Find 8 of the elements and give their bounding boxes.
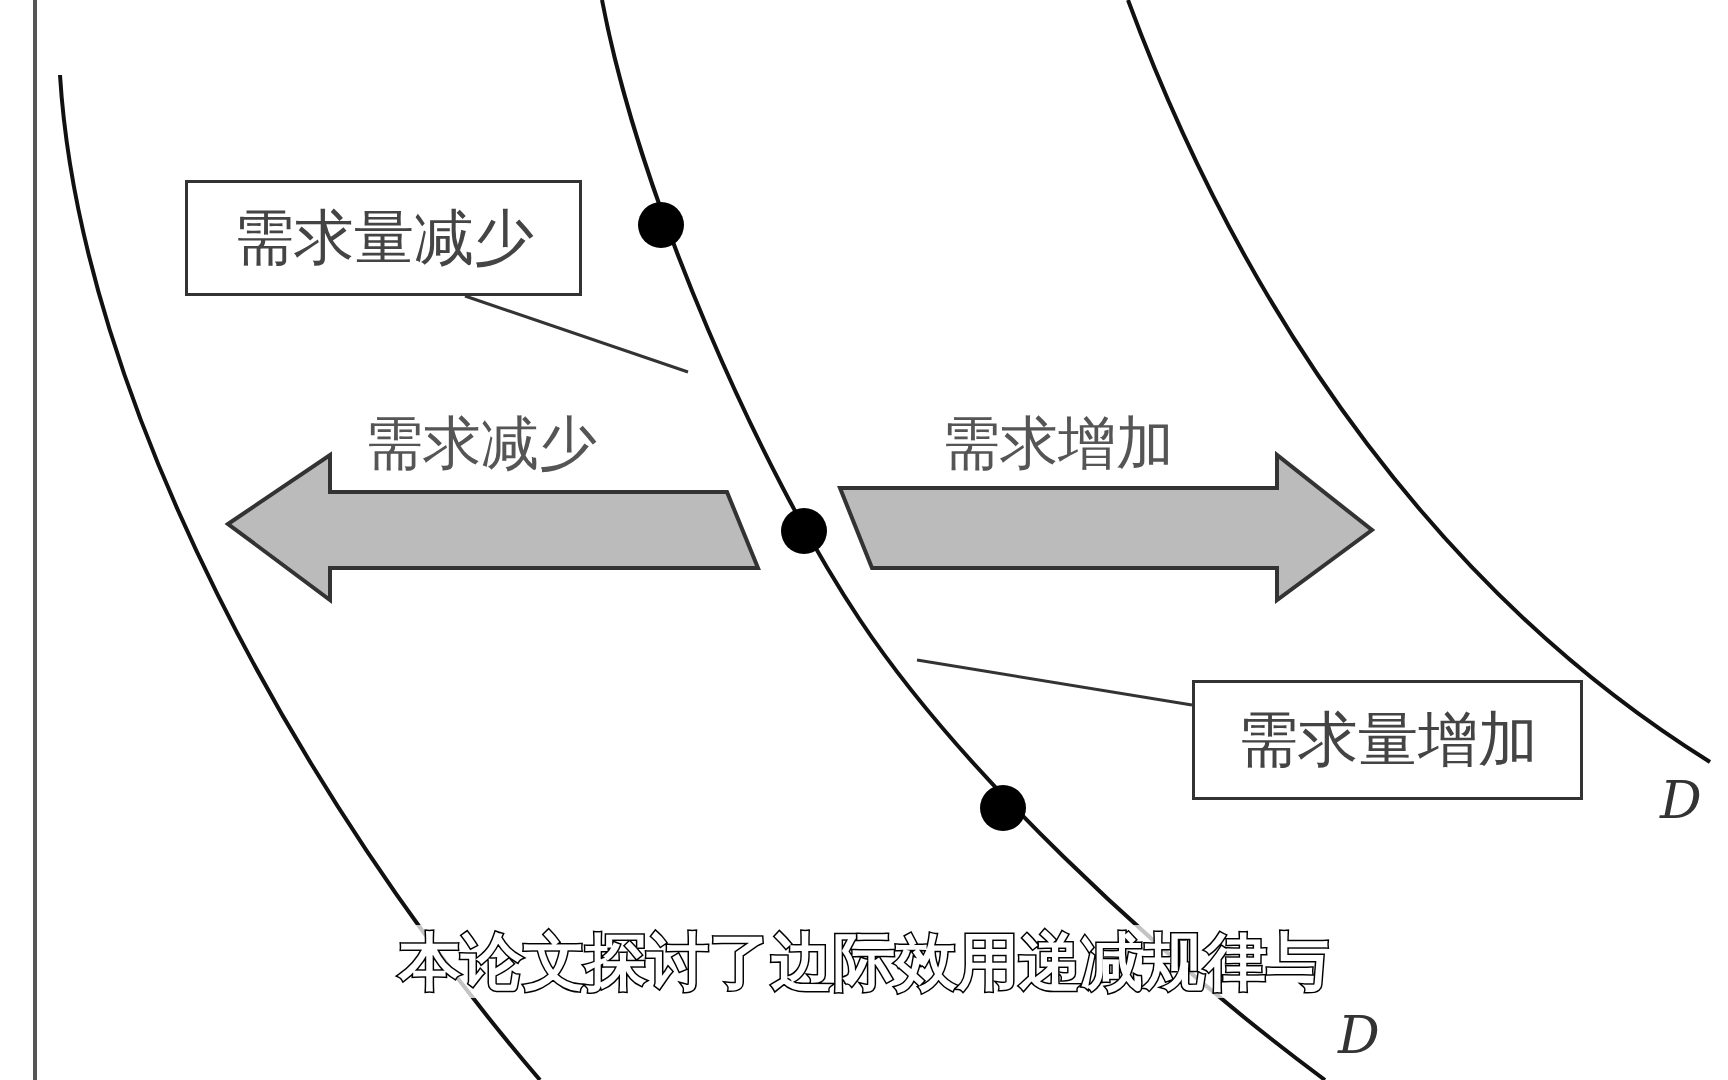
- arrow-label: 需求减少: [365, 408, 597, 479]
- label-box: 需求量增加: [1192, 680, 1583, 800]
- arrow-label: 需求增加: [942, 408, 1174, 479]
- curve-label: D: [1660, 770, 1702, 830]
- leader-line: [464, 294, 689, 374]
- curve-label: D: [1338, 1005, 1380, 1065]
- leader-line: [916, 658, 1193, 707]
- label-box: 需求量减少: [185, 180, 582, 296]
